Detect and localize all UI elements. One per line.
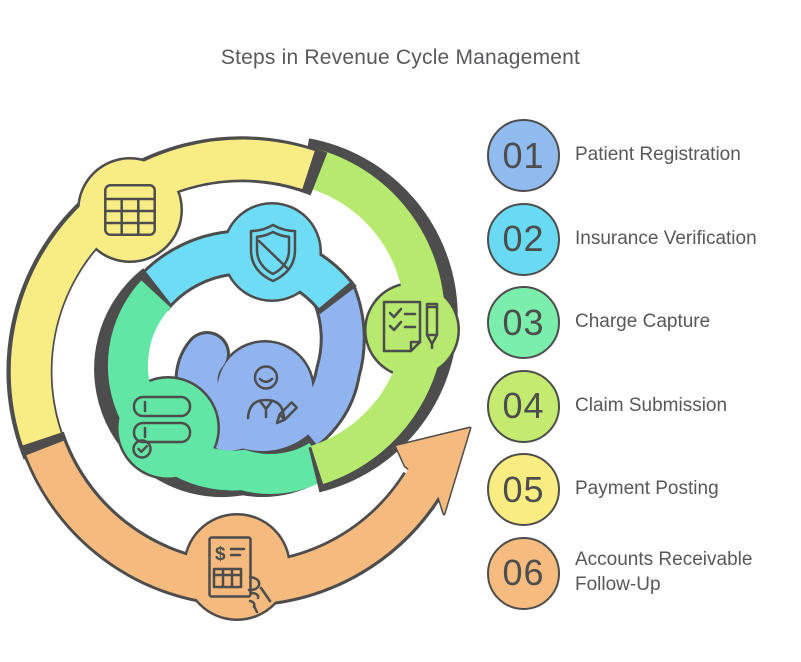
table-icon	[104, 184, 156, 236]
server-bulge	[118, 378, 218, 478]
step-number: 03	[502, 301, 545, 343]
bill-hand-icon	[208, 536, 272, 614]
checklist-bulge	[366, 284, 458, 376]
step-label: Insurance Verification	[575, 227, 757, 249]
step-number-badge: 01	[487, 119, 560, 192]
step-number: 04	[502, 385, 545, 426]
person-bulge	[217, 342, 313, 438]
step-number-badge: 05	[487, 453, 560, 526]
step-item-1: 01 Patient Registration	[487, 119, 787, 192]
shield-icon	[249, 223, 297, 283]
step-item-2: 02 Insurance Verification	[487, 202, 787, 276]
person-edit-icon	[246, 365, 299, 425]
bill-bulge	[185, 515, 289, 619]
step-number: 02	[502, 218, 545, 259]
step-number-badge: 04	[487, 369, 560, 443]
step-label: Patient Registration	[575, 144, 741, 166]
step-number-badge: 02	[487, 202, 560, 276]
step-item-6: 06 Accounts Receivable Follow-Up	[487, 536, 787, 610]
checklist-pen-icon	[382, 300, 439, 353]
revenue-cycle-spiral-diagram: $	[6, 136, 472, 621]
step-item-4: 04 Claim Submission	[487, 369, 787, 443]
step-label: Accounts Receivable Follow-Up	[575, 549, 753, 595]
step-item-3: 03 Charge Capture	[487, 286, 787, 359]
step-number-badge: 06	[487, 536, 560, 610]
page-title: Steps in Revenue Cycle Management	[220, 46, 581, 69]
step-number: 05	[502, 468, 545, 510]
steps-list: 01 Patient Registration 02 Insurance Ver…	[487, 119, 787, 620]
step-label: Charge Capture	[575, 311, 711, 333]
server-check-icon	[132, 395, 192, 459]
step-number: 01	[502, 134, 545, 176]
step-number: 06	[502, 552, 545, 593]
spiral-segment-charge-capture	[94, 268, 338, 498]
step-item-5: 05 Payment Posting	[487, 453, 787, 526]
step-label: Payment Posting	[575, 478, 719, 500]
spiral-segment-payment-posting	[6, 136, 328, 460]
spiral-segment-claim-submission	[298, 138, 460, 493]
step-label: Claim Submission	[575, 394, 728, 416]
step-number-badge: 03	[487, 286, 560, 359]
dollar-glyph: $	[215, 544, 226, 565]
